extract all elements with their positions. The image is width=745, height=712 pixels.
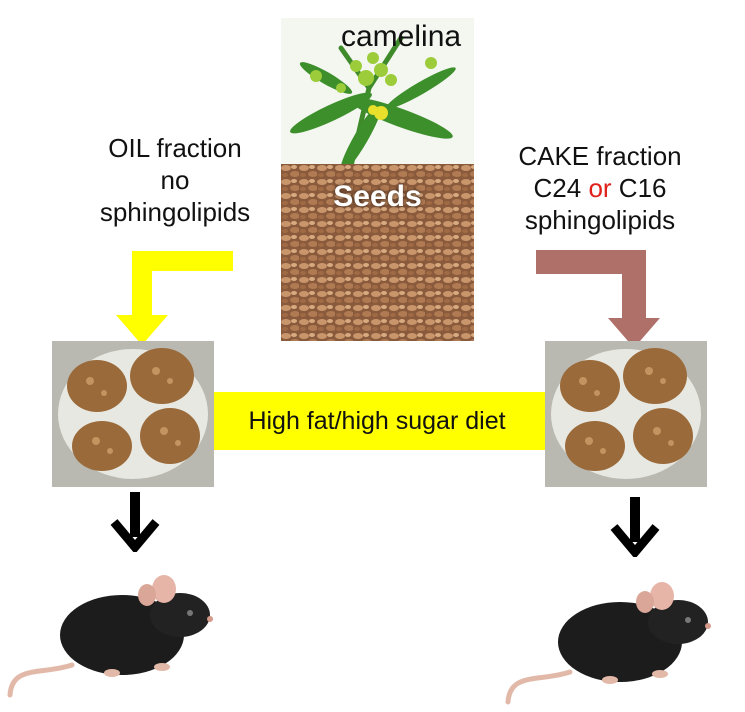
food-pellets-left-image bbox=[52, 341, 214, 487]
seeds-label: Seeds bbox=[333, 180, 422, 213]
cake-line-2: C24 or C16 bbox=[490, 172, 710, 204]
food-pellets-right-image bbox=[545, 341, 707, 487]
cake-c16: C16 bbox=[618, 173, 667, 203]
camelina-label: camelina bbox=[341, 20, 462, 53]
cake-c24: C24 bbox=[533, 173, 582, 203]
cake-line-3: sphingolipids bbox=[524, 205, 676, 235]
diet-label: High fat/high sugar diet bbox=[248, 407, 506, 435]
mouse-icon bbox=[7, 575, 213, 698]
cake-fraction-label: CAKE fraction C24 or C16 sphingolipids bbox=[490, 140, 710, 236]
black-down-arrow-icon bbox=[610, 497, 660, 557]
cake-line-1: CAKE fraction bbox=[518, 141, 682, 171]
camelina-plant-image bbox=[281, 18, 474, 166]
black-down-arrow-icon bbox=[110, 492, 160, 552]
mouse-icon bbox=[505, 582, 711, 705]
oil-line-3: sphingolipids bbox=[99, 197, 251, 227]
cake-arrow bbox=[536, 250, 660, 348]
oil-line-1: OIL fraction bbox=[108, 133, 242, 163]
oil-arrow bbox=[116, 245, 233, 345]
oil-fraction-label: OIL fraction no sphingolipids bbox=[60, 132, 290, 228]
oil-line-2: no bbox=[160, 165, 190, 195]
seeds-image bbox=[281, 164, 474, 341]
diet-bar bbox=[208, 392, 546, 450]
cake-or: or bbox=[588, 173, 612, 203]
